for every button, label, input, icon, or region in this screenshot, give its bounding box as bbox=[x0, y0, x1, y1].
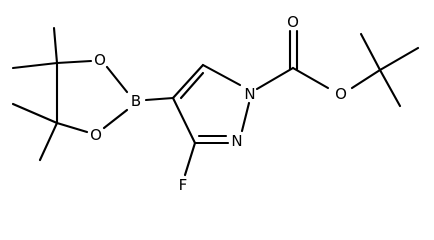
bond-c3-f bbox=[183, 141, 197, 177]
atom-label-boron: B bbox=[131, 92, 141, 110]
bond-n2-n1 bbox=[240, 101, 251, 133]
bond-pinacol-me-1 bbox=[52, 26, 59, 65]
bond-pinacol-me-4 bbox=[38, 121, 59, 162]
atom-label-o-carbonyl: O bbox=[287, 13, 299, 31]
bond-c4-boron bbox=[144, 96, 175, 102]
bond-c5-c4-inner bbox=[179, 71, 205, 100]
bond-pinacol-me-3 bbox=[11, 102, 59, 125]
bond-carbonyl-ester-o bbox=[291, 66, 330, 90]
atom-labels: O O N N B O O F bbox=[90, 13, 347, 194]
atom-label-fluorine: F bbox=[179, 176, 188, 194]
atom-label-o-boronate-top: O bbox=[94, 51, 106, 69]
bond-tbu-me-up bbox=[359, 32, 382, 72]
bond-n1-c5 bbox=[201, 63, 242, 87]
atom-label-o-ester: O bbox=[335, 85, 347, 103]
bond-o-top-c bbox=[55, 59, 93, 65]
bond-c5-c4 bbox=[171, 63, 205, 100]
bond-b-o-top bbox=[105, 65, 129, 94]
bond-pinacol-me-2 bbox=[11, 61, 59, 70]
bond-carbamate-n1 bbox=[255, 66, 295, 91]
bonds bbox=[11, 26, 420, 177]
bond-ester-o-tbu bbox=[350, 68, 382, 90]
bond-b-o-bottom bbox=[102, 108, 129, 130]
atom-label-o-boronate-bottom: O bbox=[90, 126, 102, 144]
bond-tbu-me-right bbox=[378, 46, 420, 72]
bond-tbu-me-down bbox=[378, 68, 402, 108]
atom-label-n2: N bbox=[231, 132, 242, 150]
atom-label-n1: N bbox=[244, 85, 255, 103]
molecule-structure: O O N N B O O F bbox=[11, 13, 420, 194]
bond-c4-c3 bbox=[171, 96, 197, 145]
bond-o-bottom-c bbox=[55, 121, 89, 134]
